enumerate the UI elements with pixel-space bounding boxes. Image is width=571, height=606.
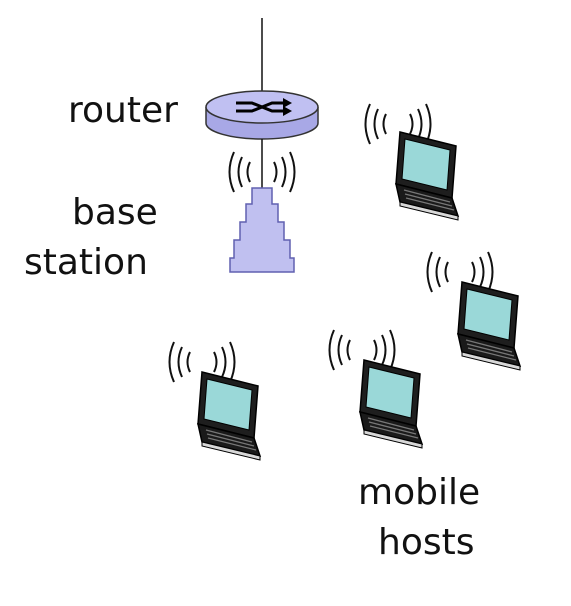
mobile-host-1 (364, 103, 459, 221)
laptop-icon (395, 131, 459, 221)
laptop-icon (197, 371, 261, 461)
mobile-hosts-label-line1: mobile (358, 472, 481, 513)
router-icon (205, 90, 319, 140)
base-station-tower-icon (229, 187, 295, 273)
mobile-host-3 (168, 341, 261, 461)
laptop-icon (457, 281, 521, 371)
laptop-icon (359, 359, 423, 449)
wireless-signal-icon (426, 251, 494, 293)
mobile-host-4 (328, 329, 423, 449)
wireless-signal-icon (328, 329, 396, 371)
base-station-label-line1: base (72, 192, 158, 233)
router-label: router (68, 90, 178, 131)
mobile-hosts-label-line2: hosts (378, 522, 475, 563)
base-station-label-line2: station (24, 242, 148, 283)
mobile-host-2 (426, 251, 521, 371)
